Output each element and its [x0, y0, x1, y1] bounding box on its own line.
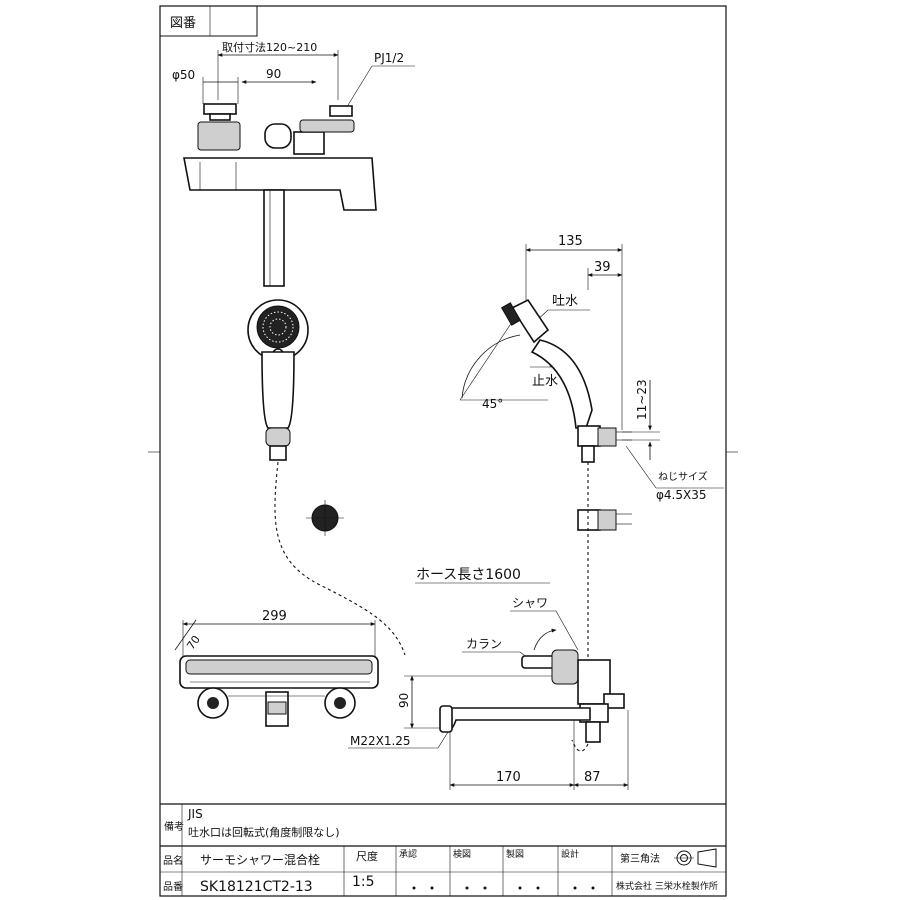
thread-label: M22X1.25 [350, 734, 411, 748]
number-label: 品番 [163, 881, 183, 893]
spout-height-label: 90 [397, 693, 411, 708]
install-range-label: 取付寸法120~210 [222, 40, 317, 54]
screw-size-label: φ4.5X35 [656, 488, 707, 502]
product-number: SK18121CT2-13 [200, 879, 313, 895]
projection-label: 第三角法 [620, 852, 660, 865]
bracket-offset-label: 39 [594, 260, 611, 275]
remarks-label: 備考 [164, 820, 184, 833]
approve-label: 承認 [399, 848, 417, 860]
body-depth-label: 87 [584, 770, 601, 785]
angle-label: 45° [482, 397, 503, 411]
inspect-label: 検図 [453, 848, 471, 860]
design-label: 設計 [561, 848, 579, 860]
product-name: サーモシャワー混合栓 [200, 852, 320, 867]
bracket-range-label: 11~23 [635, 379, 649, 420]
pipe-thread-label: PJ1/2 [374, 51, 404, 65]
company-name: 株式会社 三栄水栓製作所 [616, 880, 718, 892]
side-depth-label: 135 [558, 234, 583, 249]
faucet-mark: カラン [466, 637, 502, 651]
width-label: 299 [262, 609, 287, 624]
top-view: 299 70 [174, 609, 379, 727]
scale-value: 1:5 [352, 874, 375, 890]
remarks-line-2: 吐水口は回転式(角度制限なし) [188, 825, 340, 839]
screw-label: ねじサイズ [658, 470, 708, 483]
spout-length-label: 170 [496, 770, 521, 785]
drawing-frame [159, 5, 727, 897]
diameter-label: φ50 [172, 68, 195, 82]
name-label: 品名 [163, 854, 183, 867]
shower-mark: シャワ [512, 596, 548, 610]
signature-dots [412, 886, 595, 890]
drawing-number-box: 図番 [159, 5, 258, 37]
stop-mark: 止水 [532, 374, 558, 389]
side-view: 135 39 吐水 止水 45° 11~23 ねじサイズ [348, 234, 724, 790]
pitch-label: 90 [266, 67, 281, 81]
scale-label: 尺度 [356, 849, 378, 863]
spout-mark: 吐水 [552, 294, 578, 309]
third-angle-projection-icon [674, 848, 717, 868]
hose-length-label: ホース長さ1600 [416, 567, 521, 583]
top-depth-label: 70 [184, 633, 203, 652]
remarks-line-1: JIS [187, 807, 203, 821]
drawing-number-label: 図番 [170, 16, 196, 31]
front-view: 取付寸法120~210 φ50 90 PJ1/2 [172, 40, 415, 656]
title-block: 備考 JIS 吐水口は回転式(角度制限なし) 品名 サーモシャワー混合栓 品番 … [160, 803, 726, 896]
draw-label: 製図 [506, 848, 524, 860]
